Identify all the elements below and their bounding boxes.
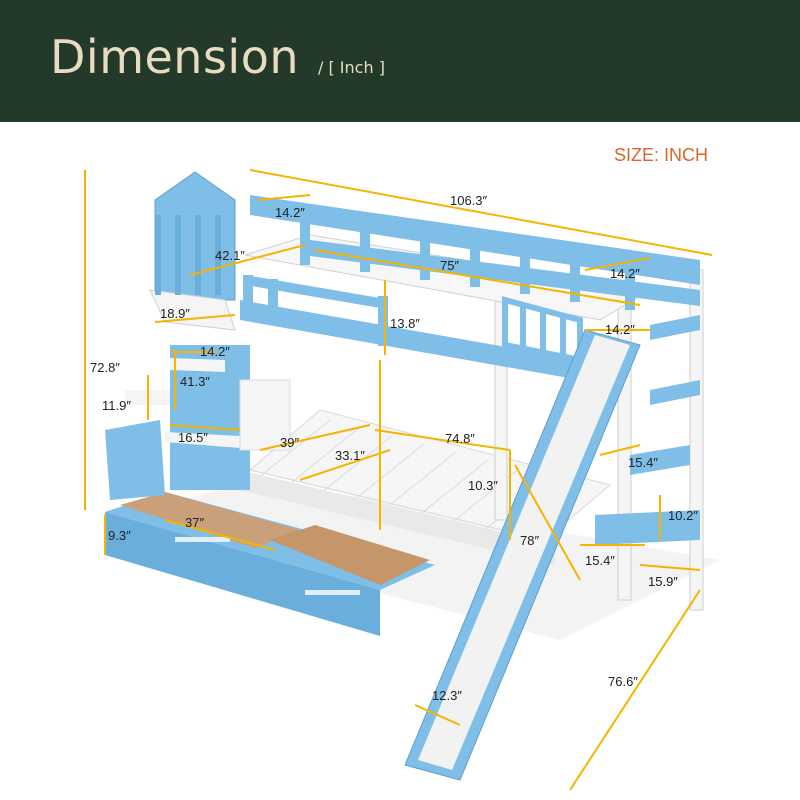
dim-step-width: 16.5″: [178, 430, 208, 445]
size-label: SIZE: INCH: [613, 145, 708, 165]
dim-lower-length: 74.8″: [445, 431, 475, 446]
page-title: Dimension: [50, 30, 300, 84]
dim-slide-length: 78″: [520, 533, 539, 548]
dim-ladder-rise: 10.2″: [668, 508, 698, 523]
dim-step-rise: 11.9″: [102, 398, 131, 413]
dim-guard-height: 13.8″: [390, 316, 420, 331]
dim-overall-length: 106.3″: [450, 193, 488, 208]
dim-overall-width: 76.6″: [608, 674, 638, 689]
dim-roof-width: 18.9″: [160, 306, 190, 321]
dim-top-guard-left: 14.2″: [275, 205, 305, 220]
dim-slide-top: 14.2″: [605, 322, 635, 337]
dim-drawer-height: 9.3″: [108, 528, 131, 543]
dim-top-width: 42.1″: [215, 248, 245, 263]
dim-ladder-depth: 15.9″: [648, 574, 678, 589]
dim-ladder-step-2: 15.4″: [585, 553, 615, 568]
dim-ladder-step: 15.4″: [628, 455, 658, 470]
dim-stair-height: 41.3″: [180, 374, 210, 389]
dim-top-guard-right: 14.2″: [610, 266, 640, 281]
dim-top-bunk-length: 75″: [440, 258, 459, 273]
ladder-shelves: [595, 315, 700, 545]
unit-label: / [ Inch ]: [318, 58, 385, 77]
dim-step-depth: 14.2″: [200, 344, 230, 359]
dim-drawer-length: 37″: [185, 515, 204, 530]
title-banner: Dimension / [ Inch ]: [0, 0, 800, 122]
stair-tower: [105, 171, 291, 500]
slide: [404, 329, 641, 781]
dim-lower-inner-width: 33.1″: [335, 448, 365, 463]
dim-slide-clearance: 10.3″: [468, 478, 498, 493]
dim-total-height: 72.8″: [90, 360, 120, 375]
upper-bunk: [240, 195, 700, 380]
dim-lower-width: 39″: [280, 435, 299, 450]
drawers: [105, 492, 435, 636]
dim-slide-width: 12.3″: [432, 688, 462, 703]
